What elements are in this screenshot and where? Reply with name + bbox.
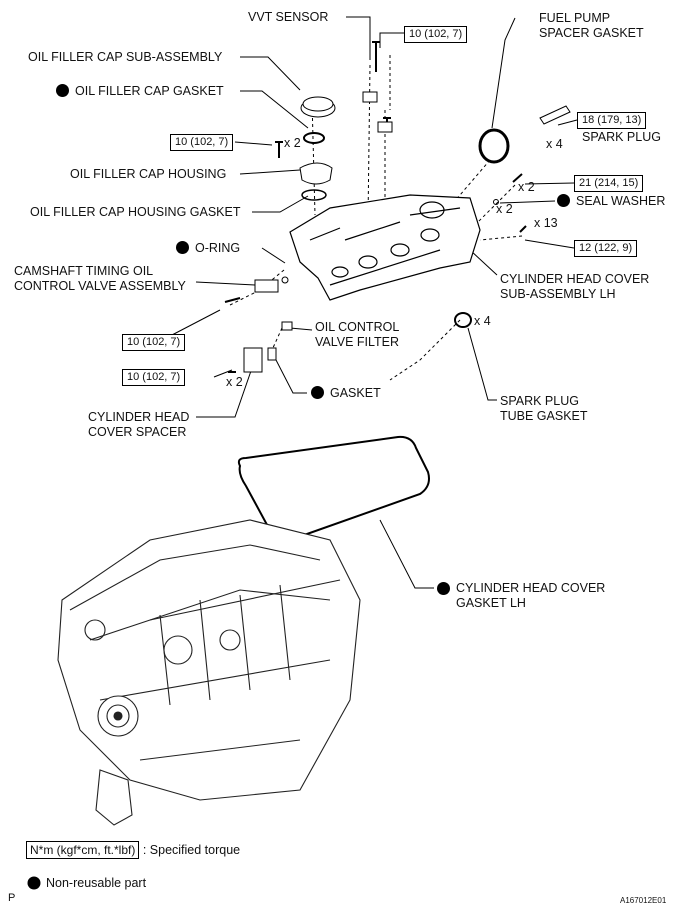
qty-spacer: x 2: [226, 375, 243, 389]
leader-vvt: [346, 16, 371, 60]
leader-gasket: [274, 357, 307, 394]
qty-seal: x 2: [496, 202, 513, 216]
leader-tube: [467, 327, 497, 401]
leader-housing: [239, 169, 301, 175]
vvt-sensor-1: [362, 91, 378, 103]
label-seal-washer: SEAL WASHER: [557, 194, 665, 209]
torque-spacer: 10 (102, 7): [122, 369, 186, 386]
qty-spark: x 4: [546, 137, 563, 151]
torque-spark-plug: 18 (179, 13): [577, 112, 647, 129]
o-ring: [281, 276, 289, 284]
legend-torque-unit: N*m (kgf*cm, ft.*lbf): [26, 841, 140, 859]
vvt-sensor-2: [377, 121, 393, 133]
leader-spacer: [196, 367, 253, 418]
label-spark-plug: SPARK PLUG: [582, 130, 661, 144]
leader-cam-box: [171, 309, 221, 336]
oil-control-valve-filter: [281, 321, 293, 331]
qty-cap-bolt: x 2: [284, 136, 301, 150]
oil-filler-cap-gasket-ring: [303, 132, 325, 144]
qty-tube: x 4: [474, 314, 491, 328]
leader-oil-cap: [240, 56, 301, 91]
leader-o-ring: [261, 247, 286, 264]
leader-fuel-gasket: [491, 17, 516, 129]
leader-12: [524, 239, 575, 249]
torque-vvt: 10 (102, 7): [404, 26, 468, 43]
cylinder-head-cover: [289, 194, 481, 301]
engine-block: [57, 519, 361, 826]
torque-oil-cap: 10 (102, 7): [170, 134, 234, 151]
legend-torque: N*m (kgf*cm, ft.*lbf) : Specified torque: [26, 841, 241, 859]
legend-nonreusable: Non-reusable part: [46, 876, 147, 890]
torque-21: 21 (214, 15): [574, 175, 644, 192]
qty-13: x 13: [534, 216, 558, 230]
torque-12: 12 (122, 9): [574, 240, 638, 257]
spark-plug-tube-gasket: [454, 312, 472, 328]
corner-p: P: [8, 892, 16, 904]
legend-torque-text: : Specified torque: [142, 843, 241, 857]
nonreusable-dot-icon: [56, 84, 69, 97]
leader-spark: [557, 119, 578, 126]
label-fuel-pump-gasket: FUEL PUMP SPACER GASKET: [539, 11, 644, 40]
label-spark-plug-tube-gasket: SPARK PLUG TUBE GASKET: [500, 394, 588, 423]
leader-cam: [195, 281, 256, 286]
label-camshaft-valve: CAMSHAFT TIMING OIL CONTROL VALVE ASSEMB…: [14, 264, 186, 293]
leader-housing-gasket: [252, 195, 309, 213]
leader-vvt-box: [379, 32, 405, 48]
camshaft-timing-valve: [254, 279, 279, 293]
leader-21: [524, 182, 575, 185]
label-vvt-sensor: VVT SENSOR: [248, 10, 329, 24]
label-oil-filler-housing: OIL FILLER CAP HOUSING: [70, 167, 227, 181]
label-oil-control-filter: OIL CONTROL VALVE FILTER: [315, 320, 400, 349]
label-head-cover: CYLINDER HEAD COVER SUB-ASSEMBLY LH: [500, 272, 650, 301]
nonreusable-dot-icon: [557, 194, 570, 207]
label-o-ring: O-RING: [176, 241, 240, 256]
label-head-cover-gasket: CYLINDER HEAD COVER GASKET LH: [437, 581, 605, 611]
nonreusable-dot-icon: [311, 386, 324, 399]
nonreusable-dot-icon: [176, 241, 189, 254]
leader-filter: [289, 327, 313, 331]
cylinder-head-cover-spacer: [243, 347, 263, 373]
label-head-cover-spacer: CYLINDER HEAD COVER SPACER: [88, 410, 190, 439]
leader-seal: [499, 200, 556, 204]
label-oil-filler-cap-gasket: OIL FILLER CAP GASKET: [56, 84, 224, 99]
figure-code: A167012E01: [620, 896, 667, 905]
label-gasket: GASKET: [311, 386, 381, 401]
torque-camshaft: 10 (102, 7): [122, 334, 186, 351]
spark-plug: [539, 105, 571, 125]
leader-cap-box: [234, 141, 273, 146]
oil-filler-housing-gasket: [301, 189, 327, 201]
nonreusable-dot-icon: [437, 582, 450, 595]
leader-cover-gasket: [379, 519, 434, 589]
fuel-pump-spacer-gasket: [478, 128, 510, 164]
cylinder-head-cover-gasket: [237, 435, 430, 543]
label-oil-filler-cap: OIL FILLER CAP SUB-ASSEMBLY: [28, 50, 223, 64]
oil-filler-cap-housing: [299, 162, 333, 185]
leader-cover: [469, 249, 498, 276]
leader-cap-gasket: [240, 90, 309, 129]
qty-21: x 2: [518, 180, 535, 194]
label-housing-gasket: OIL FILLER CAP HOUSING GASKET: [30, 205, 241, 219]
